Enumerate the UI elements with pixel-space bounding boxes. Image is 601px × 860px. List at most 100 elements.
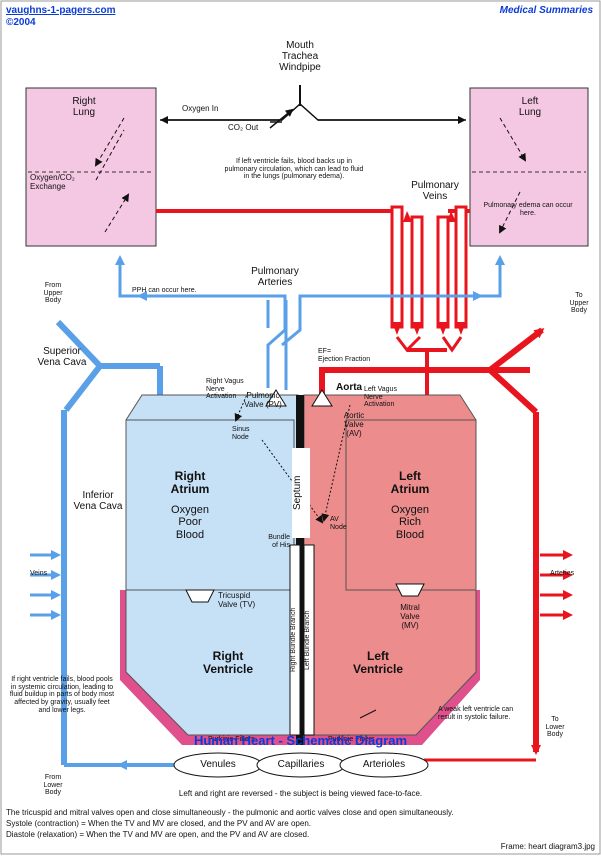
septum-label: Septum bbox=[292, 448, 310, 538]
airway-label: Mouth Trachea Windpipe bbox=[260, 40, 340, 73]
aorta-label: Aorta bbox=[336, 382, 362, 393]
from-lower-body-line2: Lower bbox=[38, 782, 68, 790]
right-atrium-line2: Atrium bbox=[150, 483, 230, 496]
footer-diastole: Diastole (relaxation) = When the TV and … bbox=[6, 830, 309, 839]
right-ventricle-line2: Ventricle bbox=[188, 663, 268, 676]
right-lung-line1: Right bbox=[54, 96, 114, 107]
svc-line1: Superior bbox=[22, 346, 102, 357]
to-lower-body-line1: To bbox=[540, 716, 570, 724]
pulmonary-arteries-line2: Arteries bbox=[240, 277, 310, 288]
pulmonary-arteries-line1: Pulmonary bbox=[240, 266, 310, 277]
bundle-of-his-line2: of His bbox=[252, 542, 290, 550]
right-lung-title: Right Lung bbox=[54, 96, 114, 118]
left-atrium-label: Left Atrium Oxygen Rich Blood bbox=[370, 470, 450, 541]
right-vagus-line1: Right Vagus bbox=[206, 378, 244, 386]
left-heart-chamber bbox=[304, 395, 476, 735]
from-lower-body-line1: From bbox=[38, 774, 68, 782]
av-node-line1: AV bbox=[330, 516, 347, 524]
from-upper-body-label: From Upper Body bbox=[36, 282, 70, 305]
tricuspid-line2: Valve (TV) bbox=[218, 601, 255, 610]
airway-windpipe: Windpipe bbox=[260, 62, 340, 73]
bundle-of-his-line1: Bundle bbox=[252, 534, 290, 542]
co2-out-arrow bbox=[270, 110, 292, 128]
right-bundle-branch-label: Right Bundle Branch bbox=[290, 550, 300, 730]
oxygen-in-label: Oxygen In bbox=[182, 105, 218, 114]
right-lung-line2: Lung bbox=[54, 107, 114, 118]
gas-exchange-line2: Exchange bbox=[30, 183, 75, 192]
aortic-valve-line3: (AV) bbox=[334, 430, 374, 439]
left-ventricle-line2: Ventricle bbox=[338, 663, 418, 676]
arterioles-label: Arterioles bbox=[344, 759, 424, 770]
capillaries-label: Capillaries bbox=[261, 759, 341, 770]
mitral-line3: (MV) bbox=[390, 622, 430, 631]
footer-systole: Systole (contraction) = When the TV and … bbox=[6, 819, 311, 828]
to-upper-body-line1: To bbox=[562, 292, 596, 300]
ef-line1: EF= bbox=[318, 348, 370, 356]
ef-line2: Ejection Fraction bbox=[318, 356, 370, 364]
pulmonary-edema-note: Pulmonary edema can occur here. bbox=[478, 202, 578, 217]
pulmonary-vein-tube-3 bbox=[438, 217, 448, 327]
bundle-of-his-label: Bundle of His bbox=[252, 534, 290, 549]
to-upper-body-line3: Body bbox=[562, 307, 596, 315]
left-atrium-line2: Atrium bbox=[370, 483, 450, 496]
copyright-year: ©2004 bbox=[6, 17, 36, 28]
right-atrium-line3: Oxygen bbox=[150, 504, 230, 516]
pulmonary-vein-tube-2 bbox=[412, 217, 422, 327]
ivc-diagonal bbox=[66, 366, 100, 410]
arteries-label: Arteries bbox=[550, 570, 574, 578]
airway-mouth: Mouth bbox=[260, 40, 340, 51]
left-ventricle-label: Left Ventricle bbox=[338, 650, 418, 676]
pulmonic-valve-line2: Valve (PV) bbox=[236, 401, 290, 410]
av-node-label: AV Node bbox=[330, 516, 347, 531]
sinus-node-line2: Node bbox=[232, 434, 250, 442]
left-lung-line1: Left bbox=[500, 96, 560, 107]
pulmonary-vein-tube-4 bbox=[456, 207, 466, 327]
left-vagus-line3: Activation bbox=[364, 401, 397, 409]
pph-note: PPH can occur here. bbox=[132, 287, 197, 295]
site-link[interactable]: vaughns-1-pagers.com bbox=[6, 5, 115, 16]
left-atrium-line5: Blood bbox=[370, 529, 450, 541]
svc-line2: Vena Cava bbox=[22, 357, 102, 368]
frame-label: Frame: heart diagram3.jpg bbox=[501, 842, 595, 851]
pulmonary-arteries-label: Pulmonary Arteries bbox=[240, 266, 310, 288]
diagram-title: Human Heart - Schematic Diagram bbox=[0, 733, 601, 748]
left-atrium-line3: Oxygen bbox=[370, 504, 450, 516]
airway-trachea: Trachea bbox=[260, 51, 340, 62]
mitral-valve-label: Mitral Valve (MV) bbox=[390, 604, 430, 630]
sinus-node-line1: Sinus bbox=[232, 426, 250, 434]
right-ventricle-label: Right Ventricle bbox=[188, 650, 268, 676]
gas-exchange-label: Oxygen/CO₂ Exchange bbox=[30, 174, 75, 192]
tricuspid-valve-label: Tricuspid Valve (TV) bbox=[218, 592, 255, 610]
sinus-node-label: Sinus Node bbox=[232, 426, 250, 441]
inferior-vena-cava-label: Inferior Vena Cava bbox=[62, 490, 134, 512]
left-lung-line2: Lung bbox=[500, 107, 560, 118]
lv-fail-note: If left ventricle fails, blood backs up … bbox=[224, 158, 364, 181]
pulmonary-veins-label: Pulmonary Veins bbox=[400, 180, 470, 202]
ivc-line1: Inferior bbox=[62, 490, 134, 501]
ivc-line2: Vena Cava bbox=[62, 501, 134, 512]
left-bundle-branch-label: Left Bundle Branch bbox=[304, 550, 314, 730]
lv-weak-note: A weak left ventricle can result in syst… bbox=[438, 706, 524, 721]
veins-label: Veins bbox=[30, 570, 47, 578]
right-atrium-line5: Blood bbox=[150, 529, 230, 541]
superior-vena-cava-label: Superior Vena Cava bbox=[22, 346, 102, 368]
right-atrium-label: Right Atrium Oxygen Poor Blood bbox=[150, 470, 230, 541]
left-lung-title: Left Lung bbox=[500, 96, 560, 118]
category-label: Medical Summaries bbox=[500, 5, 593, 16]
right-heart-chamber bbox=[126, 395, 298, 735]
from-upper-body-line3: Body bbox=[36, 297, 70, 305]
left-vagus-line2: Nerve bbox=[364, 394, 397, 402]
reversed-note: Left and right are reversed - the subjec… bbox=[0, 790, 601, 799]
rv-fail-note: If right ventricle fails, blood pools in… bbox=[8, 676, 116, 714]
co2-out-label: CO₂ Out bbox=[228, 124, 258, 133]
to-lower-body-line2: Lower bbox=[540, 724, 570, 732]
left-vagus-label: Left Vagus Nerve Activation bbox=[364, 386, 397, 409]
venules-label: Venules bbox=[178, 759, 258, 770]
av-node-line2: Node bbox=[330, 524, 347, 532]
pulmonary-vein-tube-1 bbox=[392, 207, 402, 327]
aorta-descending-diag bbox=[490, 370, 536, 412]
from-upper-body-line1: From bbox=[36, 282, 70, 290]
footer-valves: The tricuspid and mitral valves open and… bbox=[6, 808, 598, 817]
